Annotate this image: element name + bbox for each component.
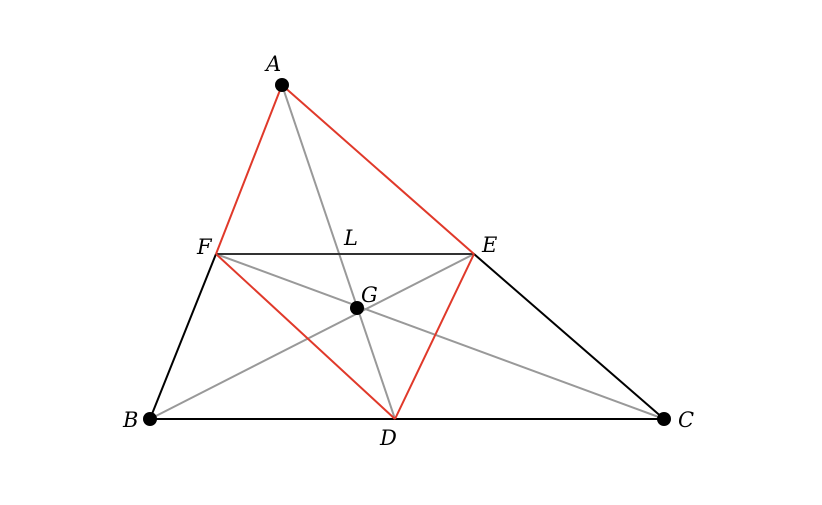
segment-FD xyxy=(215,253,396,420)
point-C xyxy=(657,412,671,426)
segment-AE xyxy=(281,84,475,255)
point-labels: A B C D E F G L xyxy=(122,52,694,450)
triangle-sides xyxy=(149,253,665,420)
segment-AD xyxy=(281,84,396,420)
label-A: A xyxy=(264,52,281,76)
label-B: B xyxy=(122,408,138,432)
vertex-points xyxy=(143,78,671,426)
median-lines xyxy=(149,84,665,420)
label-D: D xyxy=(379,426,397,450)
segment-DE xyxy=(394,253,475,420)
label-F: F xyxy=(196,235,213,259)
segment-AF xyxy=(215,84,283,255)
segment-FB xyxy=(149,253,217,420)
label-E: E xyxy=(481,233,497,257)
point-A xyxy=(275,78,289,92)
label-L: L xyxy=(343,226,358,250)
label-C: C xyxy=(678,408,694,432)
segment-BE xyxy=(149,253,475,420)
red-segments xyxy=(215,84,475,420)
point-B xyxy=(143,412,157,426)
label-G: G xyxy=(361,283,378,307)
segment-CF xyxy=(215,253,665,420)
segment-EC xyxy=(473,253,665,420)
point-G xyxy=(350,301,364,315)
